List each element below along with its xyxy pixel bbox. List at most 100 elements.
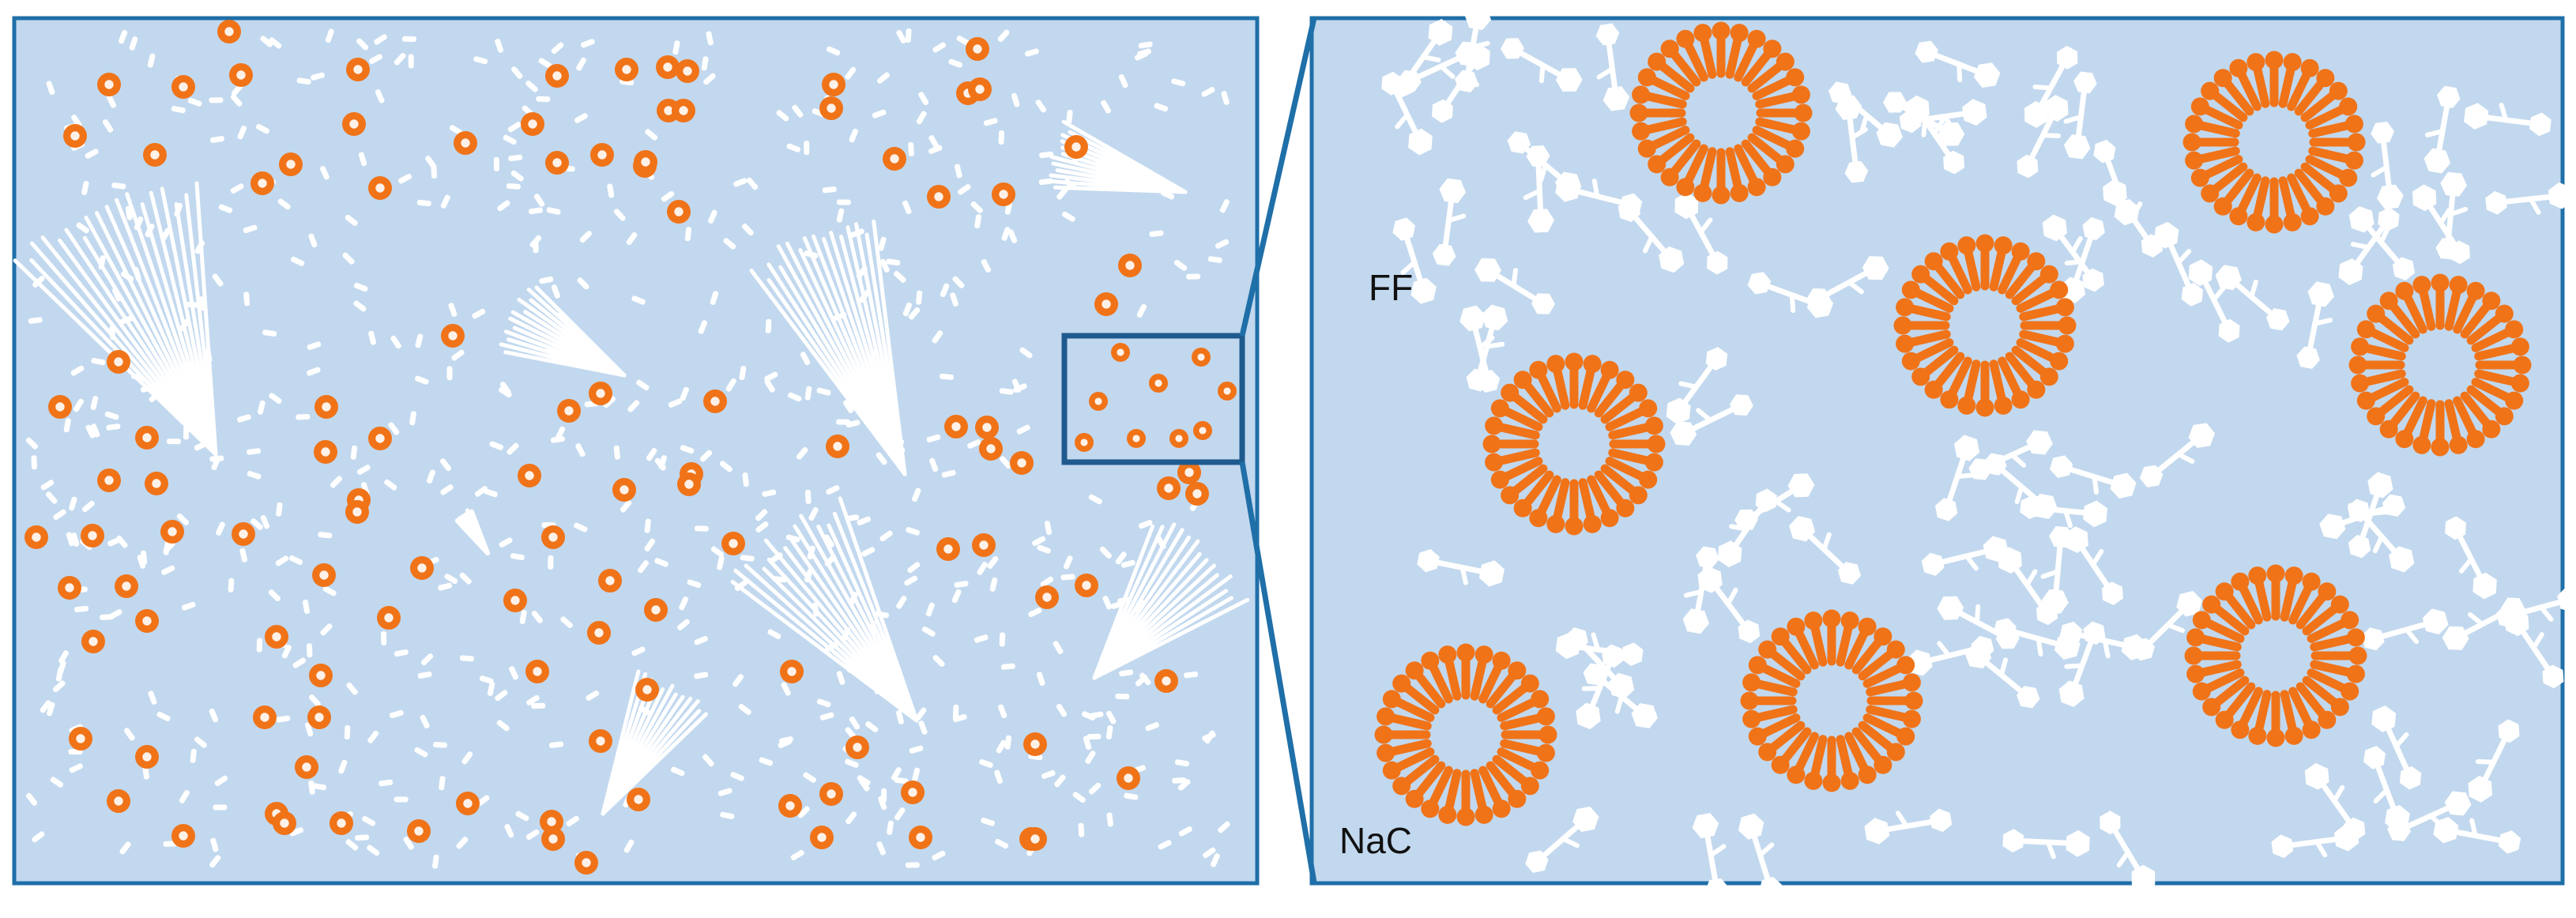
micelle-icon	[107, 350, 130, 374]
micelle-icon	[145, 472, 168, 495]
micelle-icon	[901, 781, 925, 804]
micelle-icon	[819, 96, 843, 120]
micelle-icon	[634, 150, 657, 174]
micelle-icon	[598, 569, 622, 593]
micelle-icon	[1169, 429, 1188, 448]
micelle-icon	[667, 200, 691, 224]
micelle-icon	[525, 660, 549, 683]
micelle-icon	[1149, 374, 1168, 393]
micelle-icon	[295, 755, 318, 779]
micelle-icon	[135, 609, 159, 633]
micelle-icon	[279, 152, 303, 176]
micelle-icon	[454, 131, 477, 155]
micelle-icon	[171, 824, 195, 848]
micelle-icon	[503, 589, 527, 612]
micelle-icon	[944, 415, 968, 438]
micelle-icon	[69, 727, 92, 751]
micelle-icon	[253, 705, 277, 729]
label-ff: FF	[1369, 266, 1413, 309]
micelle-icon	[656, 55, 680, 79]
micelle-icon	[410, 556, 434, 580]
micelle-icon	[217, 20, 241, 43]
micelle-icon	[58, 576, 81, 600]
micelle-icon	[1094, 292, 1118, 316]
micelle-icon	[1154, 669, 1178, 693]
micelle-icon	[540, 810, 563, 833]
micelle-icon	[574, 851, 598, 875]
micelle-icon	[992, 182, 1015, 206]
micelle-icon	[265, 625, 288, 649]
micelle-icon	[143, 143, 167, 167]
micelle-icon	[115, 574, 138, 598]
micelle-icon	[48, 395, 72, 419]
micelle-icon	[24, 525, 48, 549]
micelle-icon	[330, 811, 353, 835]
micelle-icon	[81, 630, 105, 653]
micelle-icon	[927, 185, 951, 209]
micelle-icon	[521, 112, 544, 136]
micelle-icon	[314, 440, 337, 464]
micelle-icon	[345, 500, 369, 524]
micelle-icon	[590, 143, 614, 167]
micelle-icon	[1075, 433, 1094, 452]
micelle-icon	[1023, 732, 1047, 756]
micelle-icon	[972, 533, 996, 557]
micelle-icon	[273, 811, 296, 835]
micelle-icon	[229, 63, 253, 87]
micelle-icon	[635, 678, 659, 702]
micelle-icon	[1193, 421, 1212, 440]
label-nac: NaC	[1339, 819, 1412, 862]
micelle-icon	[407, 819, 431, 843]
micelle-icon	[250, 171, 274, 195]
micelle-icon	[845, 736, 869, 759]
micelle-icon	[81, 524, 104, 547]
micelle-icon	[518, 464, 541, 487]
micelle-icon	[826, 435, 849, 458]
micelle-icon	[135, 745, 159, 769]
micelle-icon	[966, 37, 989, 61]
micelle-icon	[1064, 135, 1088, 159]
micelle-icon	[644, 598, 668, 622]
micelle-icon	[677, 472, 701, 496]
micelle-icon	[541, 525, 565, 549]
micelle-icon	[810, 826, 834, 849]
micelle-icon	[377, 606, 401, 630]
micelle-icon	[612, 478, 636, 502]
micelle-icon	[135, 426, 159, 450]
micelle-icon	[883, 147, 906, 171]
micelle-icon	[703, 389, 727, 413]
micelle-icon	[314, 395, 338, 419]
micelle-icon	[1118, 254, 1142, 277]
micelle-icon	[171, 75, 195, 99]
micelle-icon	[1111, 343, 1130, 362]
micelle-icon	[778, 794, 802, 818]
micelle-icon	[909, 826, 932, 849]
micelle-icon	[1089, 392, 1108, 411]
micelle-icon	[1117, 766, 1140, 790]
micelle-icon	[309, 664, 333, 687]
micelle-icon	[589, 382, 612, 405]
micelle-icon	[368, 427, 392, 450]
micelle-icon	[1157, 476, 1181, 500]
micelle-icon	[63, 124, 87, 148]
micelle-icon	[1218, 382, 1237, 401]
micelle-icon	[822, 73, 845, 96]
micelle-icon	[97, 73, 121, 96]
micelle-icon	[1010, 451, 1034, 475]
micelle-icon	[368, 176, 392, 200]
micelle-icon	[1075, 574, 1098, 597]
micelle-icon	[780, 660, 804, 683]
micelle-icon	[456, 792, 480, 815]
micelle-icon	[107, 789, 130, 813]
micelle-icon	[346, 58, 370, 81]
micelle-icon	[97, 468, 121, 492]
micelle-icon	[557, 399, 581, 423]
micelle-icon	[307, 705, 331, 729]
micelle-icon	[441, 324, 465, 348]
micelle-icon	[1127, 429, 1146, 448]
micelle-icon	[672, 99, 695, 122]
micelle-icon	[721, 532, 745, 555]
micelle-icon	[545, 64, 569, 88]
micelle-icon	[589, 729, 612, 753]
